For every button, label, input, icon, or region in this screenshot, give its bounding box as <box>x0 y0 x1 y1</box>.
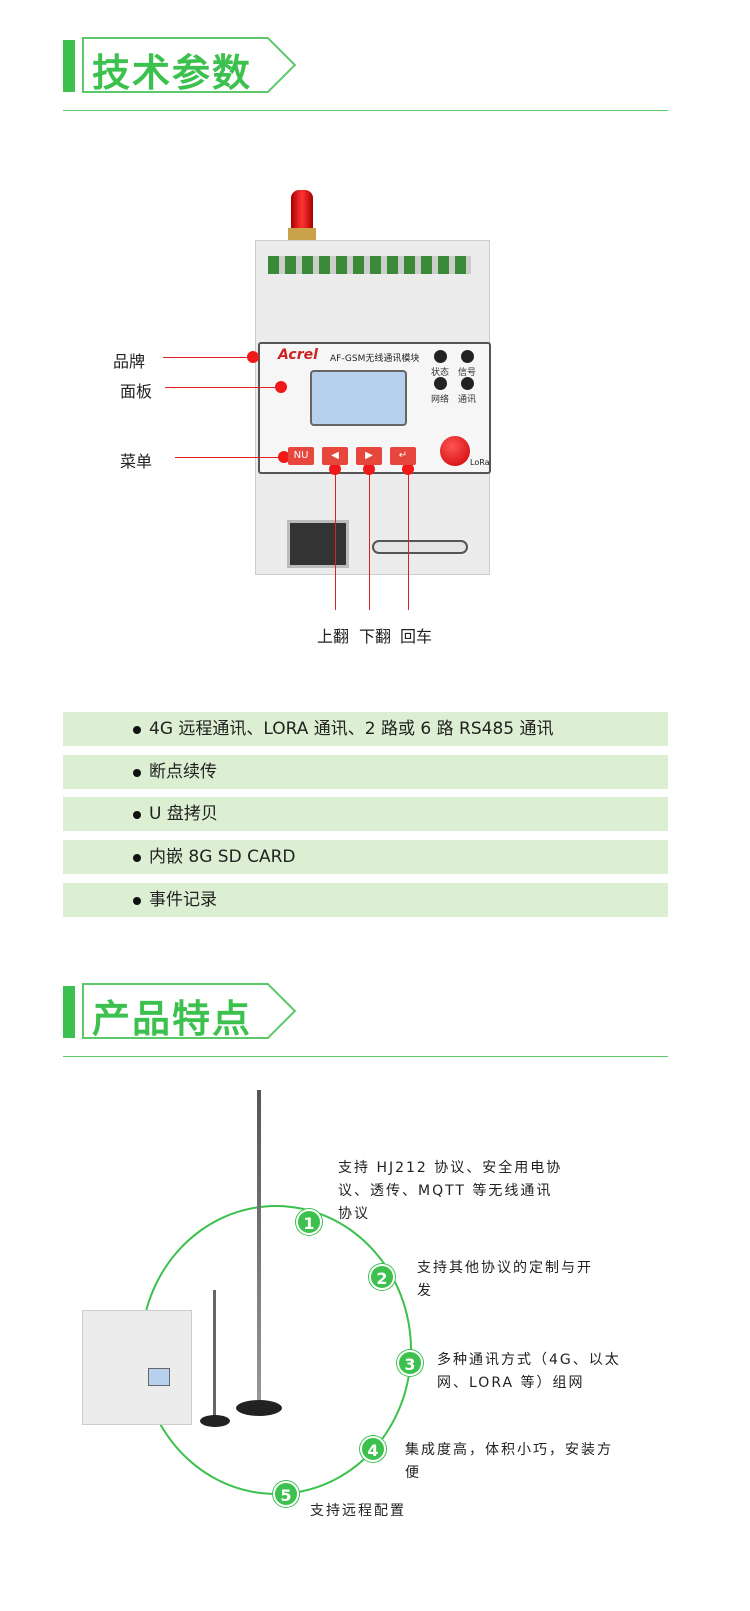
enter-button[interactable]: ↵ <box>390 447 416 465</box>
section-marker <box>63 40 75 92</box>
callout-line <box>335 468 336 610</box>
feature-text: 集成度高，体积小巧，安装方便 <box>405 1442 613 1481</box>
spec-item: U 盘拷贝 <box>63 797 668 831</box>
section-title-frame <box>82 983 268 1039</box>
callout-line <box>408 468 409 610</box>
spec-text: 4G 远程通讯、LORA 通讯、2 路或 6 路 RS485 通讯 <box>149 719 554 739</box>
led-status <box>434 350 447 363</box>
feature-text: 支持 HJ212 协议、安全用电协议、透传、MQTT 等无线通讯协议 <box>338 1160 563 1222</box>
callout-line <box>165 387 277 388</box>
lora-label: LoRa <box>470 458 490 467</box>
led-label: 通讯 <box>458 395 477 405</box>
antenna-small-base <box>200 1415 230 1427</box>
section-marker <box>63 986 75 1038</box>
callout-menu: 菜单 <box>120 452 153 471</box>
spec-item: 断点续传 <box>63 755 668 789</box>
led-network <box>434 377 447 390</box>
antenna <box>291 190 313 230</box>
spec-text: 事件记录 <box>149 890 217 910</box>
callout-dot <box>275 381 287 393</box>
section-title-frame <box>82 37 268 93</box>
brand-logo: Acrel <box>278 347 318 363</box>
feature-number: 1 <box>296 1209 322 1235</box>
antenna-small <box>213 1290 216 1420</box>
spec-item: 内嵌 8G SD CARD <box>63 840 668 874</box>
spec-text: 内嵌 8G SD CARD <box>149 847 296 867</box>
feature-text: 多种通讯方式（4G、以太网、LORA 等）组网 <box>437 1352 621 1391</box>
callout-dot <box>278 451 290 463</box>
feature-number: 2 <box>369 1264 395 1290</box>
feature-number: 3 <box>397 1350 423 1376</box>
callout-brand: 品牌 <box>113 352 146 371</box>
feature-text: 支持其他协议的定制与开发 <box>417 1260 593 1299</box>
lcd-screen <box>310 370 407 426</box>
device-small-screen <box>148 1368 170 1386</box>
callout-panel: 面板 <box>120 382 153 401</box>
sd-slot <box>372 540 468 554</box>
device-small <box>82 1310 192 1425</box>
divider <box>63 1056 668 1057</box>
spec-text: 断点续传 <box>149 762 217 782</box>
led-comm <box>461 377 474 390</box>
feature-number: 5 <box>273 1481 299 1507</box>
led-label: 网络 <box>431 395 450 405</box>
up-button[interactable]: ◀ <box>322 447 348 465</box>
callout-enter: 回车 <box>400 627 433 646</box>
spec-text: U 盘拷贝 <box>149 804 218 824</box>
feature-text: 支持远程配置 <box>310 1503 406 1519</box>
callout-dot <box>329 463 341 475</box>
led-signal <box>461 350 474 363</box>
antenna-large <box>257 1090 261 1410</box>
callout-line <box>175 457 281 458</box>
down-button[interactable]: ▶ <box>356 447 382 465</box>
lora-button[interactable] <box>440 436 470 466</box>
ethernet-port <box>287 520 349 568</box>
spec-item: 事件记录 <box>63 883 668 917</box>
callout-dot <box>363 463 375 475</box>
section-title-features: 产品特点 <box>92 997 253 1041</box>
menu-button[interactable]: NU <box>288 447 314 465</box>
divider <box>63 110 668 111</box>
callout-dot <box>402 463 414 475</box>
section-title-specs: 技术参数 <box>92 51 253 95</box>
callout-line <box>163 357 253 358</box>
antenna-large-base <box>236 1400 282 1416</box>
terminal-strip <box>268 256 471 274</box>
callout-dot <box>247 351 259 363</box>
model-label: AF-GSM无线通讯模块 <box>330 354 420 364</box>
led-label: 信号 <box>458 368 477 378</box>
callout-up: 上翻 <box>317 627 350 646</box>
antenna-base <box>288 228 316 242</box>
callout-down: 下翻 <box>359 627 392 646</box>
spec-item: 4G 远程通讯、LORA 通讯、2 路或 6 路 RS485 通讯 <box>63 712 668 746</box>
led-label: 状态 <box>431 368 450 378</box>
feature-number: 4 <box>360 1436 386 1462</box>
callout-line <box>369 468 370 610</box>
